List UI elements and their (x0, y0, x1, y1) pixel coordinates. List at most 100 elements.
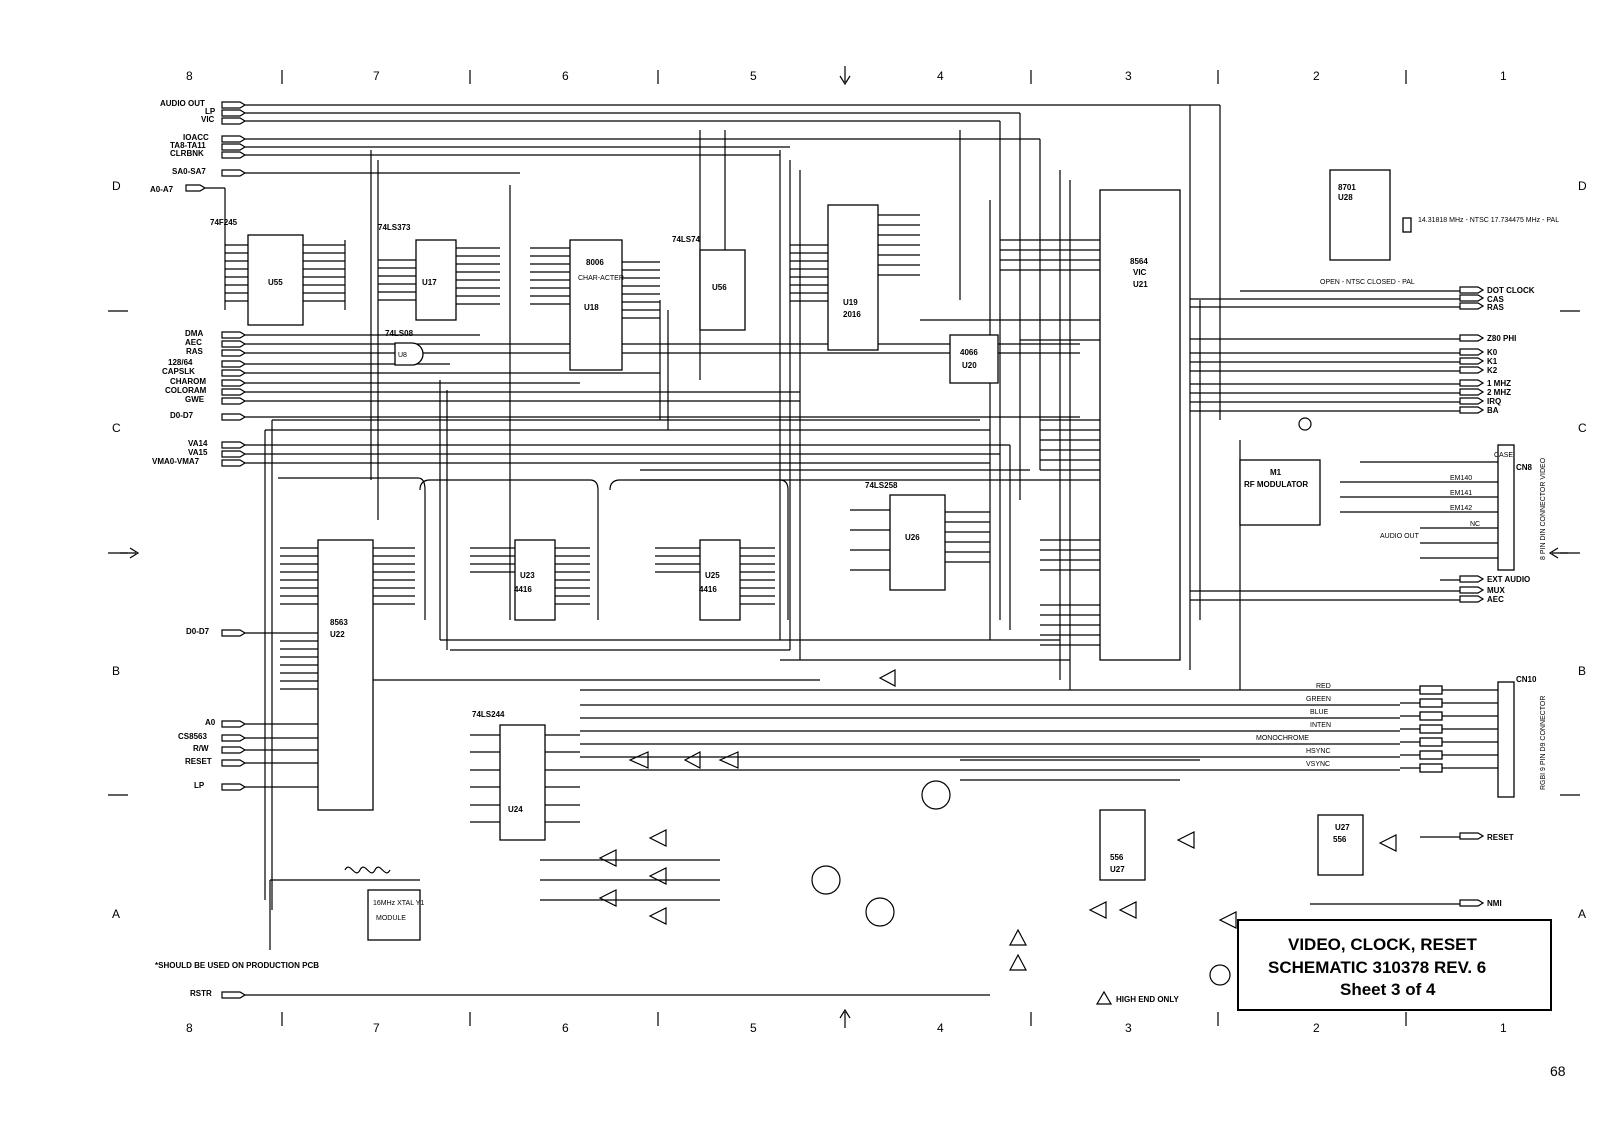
svg-text:74LS373: 74LS373 (378, 223, 411, 232)
svg-text:U27: U27 (1110, 865, 1125, 874)
port-nmi: NMI (1310, 899, 1502, 908)
zone-right-a: A (1578, 907, 1586, 921)
svg-text:556: 556 (1110, 853, 1124, 862)
right-signal-ports: DOT CLOCK CAS RAS Z80 PHI K0 K1 K2 1 MHZ… (1190, 286, 1535, 908)
svg-text:2016: 2016 (843, 310, 861, 319)
title-block: VIDEO, CLOCK, RESET SCHEMATIC 310378 REV… (1237, 919, 1552, 1011)
svg-text:A0-A7: A0-A7 (150, 185, 174, 194)
svg-text:VMA0-VMA7: VMA0-VMA7 (152, 457, 200, 466)
title-line-2: SCHEMATIC 310378 REV. 6 (1268, 958, 1486, 977)
zone-bottom-1: 1 (1500, 1021, 1507, 1035)
svg-text:EXT AUDIO: EXT AUDIO (1487, 575, 1530, 584)
svg-text:IRQ: IRQ (1487, 397, 1501, 406)
chip-u26: U26 74LS258 (850, 481, 990, 591)
svg-text:74LS08: 74LS08 (385, 329, 414, 338)
rgbi-labels: RED GREEN BLUE INTEN MONOCHROME HSYNC VS… (1256, 683, 1331, 768)
port-ext-audio: EXT AUDIO (1440, 575, 1530, 584)
port-aec-right: AEC (1190, 595, 1504, 604)
title-line-1: VIDEO, CLOCK, RESET (1288, 935, 1478, 954)
zone-bottom-3: 3 (1125, 1021, 1132, 1035)
svg-text:CHAROM: CHAROM (170, 377, 206, 386)
svg-text:8 PIN DIN CONNECTOR VIDEO: 8 PIN DIN CONNECTOR VIDEO (1540, 457, 1547, 560)
svg-text:BA: BA (1487, 406, 1499, 415)
svg-text:U18: U18 (584, 303, 599, 312)
zone-top-7: 7 (373, 69, 380, 83)
zone-top-4: 4 (937, 69, 944, 83)
svg-text:U55: U55 (268, 278, 283, 287)
chip-u17: U17 74LS373 (378, 223, 500, 321)
svg-text:K2: K2 (1487, 366, 1498, 375)
port-a0-a7: A0-A7 (150, 184, 225, 194)
port-cs8563: CS8563 (178, 732, 318, 742)
zone-bottom-4: 4 (937, 1021, 944, 1035)
zone-bottom-8: 8 (186, 1021, 193, 1035)
svg-text:RSTR: RSTR (190, 989, 212, 998)
svg-text:CHAR-ACTER: CHAR-ACTER (578, 275, 624, 282)
svg-text:RF MODULATOR: RF MODULATOR (1244, 480, 1308, 489)
logic-gates (598, 669, 1397, 986)
svg-text:GREEN: GREEN (1306, 696, 1331, 703)
port-gwe: GWE (185, 395, 800, 405)
svg-text:MONOCHROME: MONOCHROME (1256, 735, 1309, 742)
port-ras: RAS (186, 347, 1080, 357)
chip-u27a: 556 U27 (1099, 809, 1146, 881)
svg-text:HIGH END ONLY: HIGH END ONLY (1116, 995, 1179, 1004)
svg-text:U22: U22 (330, 630, 345, 639)
zone-right-c: C (1578, 421, 1587, 435)
zone-bottom-6: 6 (562, 1021, 569, 1035)
svg-text:MUX: MUX (1487, 586, 1505, 595)
port-va14: VA14 (188, 439, 1010, 449)
port-reset: RESET (185, 757, 318, 767)
svg-text:MODULE: MODULE (376, 915, 406, 922)
svg-text:CAS: CAS (1487, 295, 1505, 304)
port-irq: IRQ (1190, 397, 1501, 406)
svg-text:8006: 8006 (586, 258, 604, 267)
port-a0: A0 (205, 718, 318, 728)
svg-text:U28: U28 (1338, 193, 1353, 202)
port-d0-d7-bottom: D0-D7 (186, 627, 280, 637)
svg-text:4416: 4416 (514, 585, 532, 594)
port-reset-right: RESET (1420, 832, 1514, 842)
port-2mhz: 2 MHZ (1190, 388, 1511, 397)
svg-text:CASE: CASE (1494, 452, 1513, 459)
svg-text:8564: 8564 (1130, 257, 1148, 266)
production-note: *SHOULD BE USED ON PRODUCTION PCB (155, 961, 319, 970)
zone-left-d: D (112, 179, 121, 193)
svg-text:VIC: VIC (1133, 268, 1147, 277)
zone-ruler-sides: D C B A D C B A (108, 179, 1587, 921)
port-charom: CHAROM (170, 377, 580, 387)
zone-top-3: 3 (1125, 69, 1132, 83)
chip-u19: U19 2016 (790, 204, 920, 351)
port-lp: LP (205, 107, 1020, 117)
svg-text:4416: 4416 (699, 585, 717, 594)
svg-text:RED: RED (1316, 683, 1331, 690)
port-d0-d7-top: D0-D7 (170, 411, 1080, 421)
chip-u56: U56 74LS74 (672, 235, 746, 331)
svg-text:1 MHZ: 1 MHZ (1487, 379, 1511, 388)
rf-modulator: M1 RF MODULATOR (1239, 417, 1321, 526)
svg-text:INTEN: INTEN (1310, 722, 1331, 729)
svg-text:CAPSLK: CAPSLK (162, 367, 195, 376)
svg-text:U19: U19 (843, 298, 858, 307)
svg-text:U17: U17 (422, 278, 437, 287)
zone-right-d: D (1578, 179, 1587, 193)
svg-text:D0-D7: D0-D7 (186, 627, 210, 636)
svg-text:AEC: AEC (185, 338, 202, 347)
svg-text:CN8: CN8 (1516, 463, 1533, 472)
svg-text:Z80 PHI: Z80 PHI (1487, 334, 1516, 343)
svg-text:14.31818 MHz - NTSC 17.734475: 14.31818 MHz - NTSC 17.734475 MHz - PAL (1418, 217, 1559, 224)
svg-text:74F245: 74F245 (210, 218, 238, 227)
svg-text:556: 556 (1333, 835, 1347, 844)
svg-text:74LS258: 74LS258 (865, 481, 898, 490)
svg-text:D0-D7: D0-D7 (170, 411, 194, 420)
svg-text:74LS74: 74LS74 (672, 235, 701, 244)
svg-text:LP: LP (194, 781, 205, 790)
svg-text:VA15: VA15 (188, 448, 208, 457)
svg-text:K0: K0 (1487, 348, 1498, 357)
svg-text:NMI: NMI (1487, 899, 1502, 908)
zone-ruler-bottom: 8 7 6 5 4 3 2 1 (186, 1008, 1507, 1035)
zone-top-6: 6 (562, 69, 569, 83)
xtal-module: 16MHz XTAL Y1 MODULE (269, 866, 424, 950)
svg-text:DOT CLOCK: DOT CLOCK (1487, 286, 1535, 295)
zone-right-b: B (1578, 664, 1586, 678)
